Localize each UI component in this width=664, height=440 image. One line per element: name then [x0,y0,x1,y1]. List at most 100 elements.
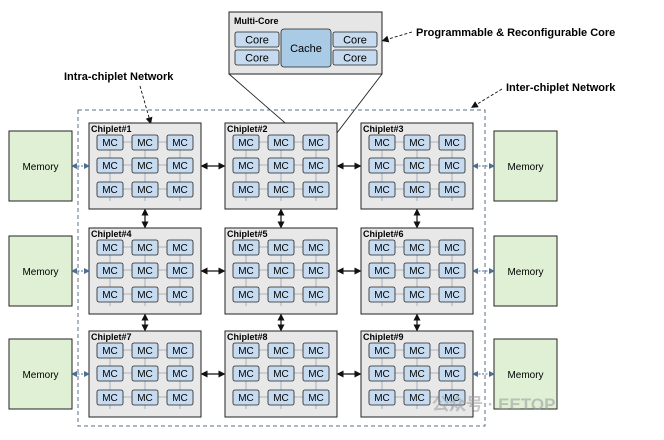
mc-label: MC [102,290,118,301]
mc-box [403,262,431,279]
mc-box [131,239,159,256]
mc-label: MC [172,290,188,301]
mc-box [368,181,396,198]
mc-box [267,134,295,151]
mc-box [368,157,396,174]
mc-box [302,181,330,198]
mc-box [302,286,330,303]
mc-box [267,286,295,303]
mc-box [267,389,295,406]
mc-label: MC [137,185,153,196]
mc-label: MC [374,185,390,196]
mc-box [438,262,466,279]
mc-label: MC [444,185,460,196]
mc-box [232,286,260,303]
mc-box [131,342,159,359]
mc-label: MC [137,346,153,357]
core-box [234,49,280,66]
mc-label: MC [273,185,289,196]
mc-label: MC [273,369,289,380]
mc-box [302,157,330,174]
intra-network-label: Intra-chiplet Network [64,71,174,83]
mc-label: MC [409,243,425,254]
mc-label: MC [409,266,425,277]
mc-label: MC [172,185,188,196]
mc-label: MC [238,290,254,301]
mc-label: MC [102,346,118,357]
mc-label: MC [137,369,153,380]
mc-box [302,262,330,279]
mc-box [368,389,396,406]
memory-box: Memory [493,130,558,202]
mc-label: MC [409,290,425,301]
mc-label: MC [172,138,188,149]
mc-box [232,134,260,151]
mc-label: MC [409,346,425,357]
mc-box [403,389,431,406]
mc-box [302,389,330,406]
mc-box [368,134,396,151]
mc-box [131,365,159,382]
mc-box [232,157,260,174]
mc-box [438,342,466,359]
programmable-label: Programmable & Reconfigurable Core [416,27,615,39]
core-label: Core [343,53,367,65]
mc-box [131,157,159,174]
mc-label: MC [172,369,188,380]
mc-label: MC [374,346,390,357]
mc-box [302,365,330,382]
mc-label: MC [238,161,254,172]
mc-label: MC [308,243,324,254]
memory-label: Memory [22,267,58,278]
mc-label: MC [172,243,188,254]
chiplet-label: Chiplet#8 [227,332,268,342]
mc-label: MC [444,138,460,149]
mc-box [368,365,396,382]
inter-network-label: Inter-chiplet Network [506,82,616,94]
mc-label: MC [238,138,254,149]
mc-label: MC [409,185,425,196]
mc-label: MC [102,161,118,172]
mc-box [96,365,124,382]
mc-label: MC [444,266,460,277]
mc-box [166,389,194,406]
mc-label: MC [374,138,390,149]
core-label: Core [245,35,269,47]
mc-box [368,239,396,256]
memory-box: Memory [493,338,558,410]
mc-box [403,181,431,198]
mc-box [232,239,260,256]
mc-label: MC [102,266,118,277]
mc-box [302,342,330,359]
mc-label: MC [137,243,153,254]
memory-box: Memory [493,235,558,307]
mc-label: MC [409,161,425,172]
memory-label: Memory [507,162,543,173]
mc-box [438,181,466,198]
mc-label: MC [238,243,254,254]
memory-label: Memory [507,370,543,381]
mc-box [267,342,295,359]
mc-label: MC [308,138,324,149]
mc-label: MC [308,346,324,357]
mc-label: MC [409,369,425,380]
mc-box [403,134,431,151]
mc-label: MC [374,161,390,172]
mc-label: MC [102,138,118,149]
mc-box [368,342,396,359]
mc-label: MC [409,138,425,149]
mc-box [267,365,295,382]
mc-box [267,181,295,198]
memory-label: Memory [22,370,58,381]
links-layer [71,162,495,378]
mc-label: MC [444,290,460,301]
cache-box [280,28,332,68]
mc-label: MC [273,266,289,277]
mc-box [438,134,466,151]
core-label: Core [343,35,367,47]
